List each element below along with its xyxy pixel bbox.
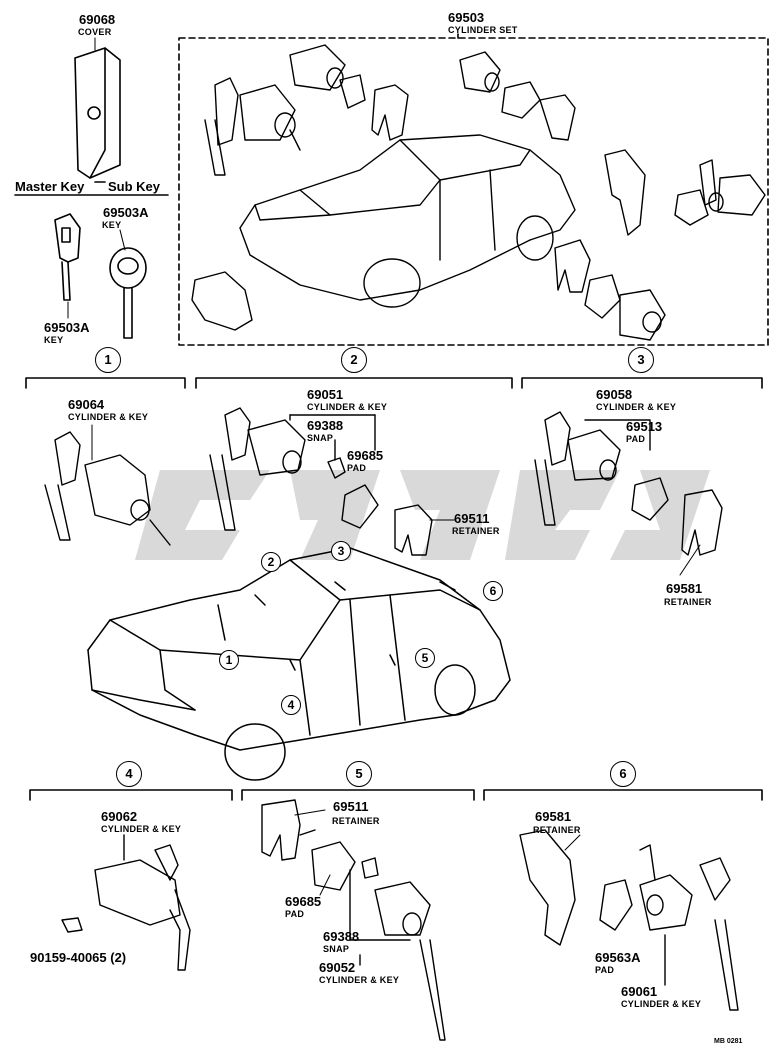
car-callout-3: 3 xyxy=(331,541,351,561)
section-number-5: 5 xyxy=(346,761,372,787)
s2-snap-label: SNAP xyxy=(307,433,334,443)
master-key-drawing xyxy=(54,213,81,301)
s5-snap-part-number: 69388 xyxy=(323,929,360,944)
section-number-4: 4 xyxy=(116,761,142,787)
car-callout-1: 1 xyxy=(219,650,239,670)
s5-snap-label: SNAP xyxy=(323,944,350,954)
master-key-part-number: 69503A xyxy=(44,320,90,335)
s3-retainer-label: RETAINER xyxy=(664,597,712,607)
s3-pad-label: PAD xyxy=(626,434,646,444)
sub-key-drawing xyxy=(109,247,147,339)
car-callout-5: 5 xyxy=(415,648,435,668)
s1-label: CYLINDER & KEY xyxy=(68,412,149,422)
top-car-drawing xyxy=(239,134,576,308)
cylinder-set-label: CYLINDER SET xyxy=(448,25,518,35)
s3-cylinder-label: CYLINDER & KEY xyxy=(596,402,677,412)
section-number-3: 3 xyxy=(628,347,654,373)
cover-part-number: 69068 xyxy=(79,12,116,27)
master-key-header: Master Key xyxy=(15,179,85,194)
s5-retainer-part-number: 69511 xyxy=(333,799,369,814)
car-callout-2: 2 xyxy=(261,552,281,572)
main-car-drawing xyxy=(87,547,511,781)
s4-cylinder-label: CYLINDER & KEY xyxy=(101,824,182,834)
s3-cylinder-part-number: 69058 xyxy=(596,387,633,402)
cylinder-set-box xyxy=(178,37,769,346)
cover-label: COVER xyxy=(78,27,112,37)
sub-key-header: Sub Key xyxy=(108,179,161,194)
car-callout-4: 4 xyxy=(281,695,301,715)
section-number-1: 1 xyxy=(95,347,121,373)
section3-drawing xyxy=(534,411,723,556)
s3-retainer-part-number: 69581 xyxy=(666,581,703,596)
section5-drawing xyxy=(261,799,446,1041)
s5-pad-label: PAD xyxy=(285,909,305,919)
section1-drawing xyxy=(44,431,171,546)
section2-drawing xyxy=(209,407,433,556)
s2-pad-part-number: 69685 xyxy=(347,448,384,463)
s3-pad-part-number: 69513 xyxy=(626,419,663,434)
section-brackets xyxy=(25,377,763,801)
s1-part-number: 69064 xyxy=(68,397,105,412)
reference-code: MB 0281 xyxy=(714,1038,743,1045)
sub-key-label: KEY xyxy=(102,220,122,230)
s5-cylinder-part-number: 69052 xyxy=(319,960,356,975)
s6-cylinder-part-number: 69061 xyxy=(621,984,658,999)
watermark xyxy=(135,470,710,560)
section-number-2: 2 xyxy=(341,347,367,373)
cover-drawing xyxy=(74,47,121,179)
s6-cylinder-label: CYLINDER & KEY xyxy=(621,999,702,1009)
s4-screw-part-number: 90159-40065 (2) xyxy=(30,950,127,965)
top-set-parts xyxy=(191,44,766,341)
s2-retainer-label: RETAINER xyxy=(452,526,500,536)
s2-retainer-part-number: 69511 xyxy=(454,511,490,526)
s5-pad-part-number: 69685 xyxy=(285,894,322,909)
sub-key-part-number: 69503A xyxy=(103,205,149,220)
s6-retainer-part-number: 69581 xyxy=(535,809,572,824)
s6-retainer-label: RETAINER xyxy=(533,825,581,835)
s6-pad-part-number: 69563A xyxy=(595,950,641,965)
s5-cylinder-label: CYLINDER & KEY xyxy=(319,975,400,985)
s2-cylinder-label: CYLINDER & KEY xyxy=(307,402,388,412)
s4-cylinder-part-number: 69062 xyxy=(101,809,138,824)
s2-pad-label: PAD xyxy=(347,463,367,473)
car-callout-6: 6 xyxy=(483,581,503,601)
section6-drawing xyxy=(519,829,739,1011)
s6-pad-label: PAD xyxy=(595,965,615,975)
master-key-label: KEY xyxy=(44,335,64,345)
section4-drawing xyxy=(61,834,191,971)
section-number-6: 6 xyxy=(610,761,636,787)
s5-retainer-label: RETAINER xyxy=(332,816,380,826)
leader-lines xyxy=(67,37,701,896)
cylinder-set-part-number: 69503 xyxy=(448,10,485,25)
s2-cylinder-part-number: 69051 xyxy=(307,387,344,402)
s2-snap-part-number: 69388 xyxy=(307,418,344,433)
